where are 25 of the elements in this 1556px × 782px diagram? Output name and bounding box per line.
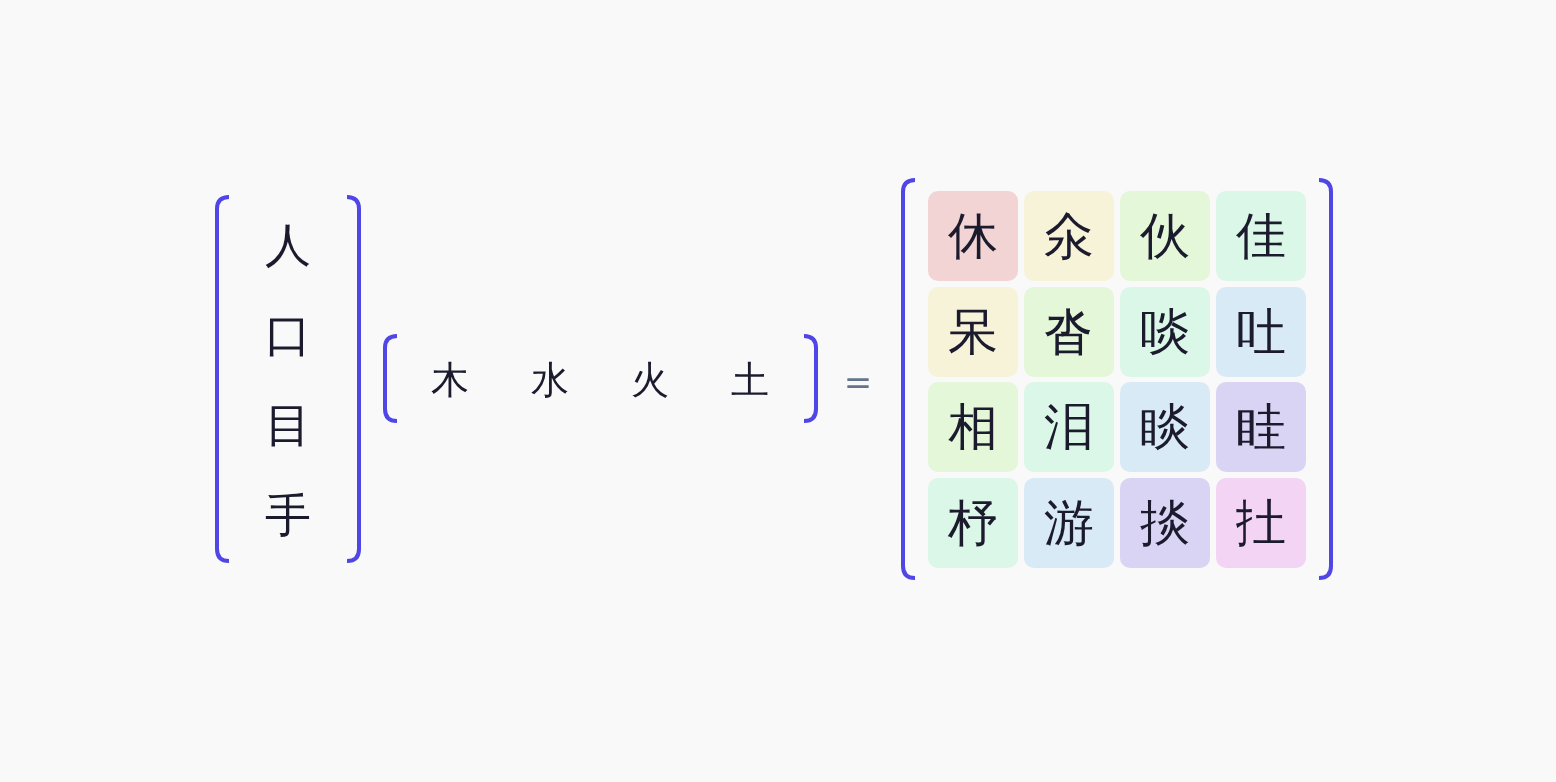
matrix-cell: 啖 <box>1120 286 1210 377</box>
matrix-cell: 休 <box>928 191 1018 281</box>
matrix-cell: 眭 <box>1216 382 1306 472</box>
matrix-entry: 火 <box>631 361 669 399</box>
matrix-entry: 土 <box>731 361 769 399</box>
matrix-entry: 木 <box>431 361 469 399</box>
matrix-entry: 水 <box>531 361 569 399</box>
matrix-cell: 游 <box>1024 477 1114 568</box>
matrix-cell: 睒 <box>1120 382 1210 472</box>
matrix-entry: 手 <box>265 492 311 538</box>
matrix-cell: 呆 <box>928 286 1018 377</box>
matrix-cell: 伙 <box>1120 191 1210 281</box>
matrix-cell: 吐 <box>1216 286 1306 377</box>
matrix-entry: 目 <box>265 402 311 448</box>
matrix-cell: 沓 <box>1024 286 1114 377</box>
matrix-cell: 扗 <box>1216 477 1306 568</box>
matrix-cell: 相 <box>928 382 1018 472</box>
equals-sign: = <box>842 365 874 399</box>
matrix-cell: 掞 <box>1120 477 1210 568</box>
matrix-cell: 杼 <box>928 477 1018 568</box>
matrix-cell: 氽 <box>1024 191 1114 281</box>
matrix-cell: 泪 <box>1024 382 1114 472</box>
matrix-entry: 人 <box>265 222 311 268</box>
matrix-cell: 佳 <box>1216 191 1306 281</box>
matrix-entry: 口 <box>265 312 311 358</box>
